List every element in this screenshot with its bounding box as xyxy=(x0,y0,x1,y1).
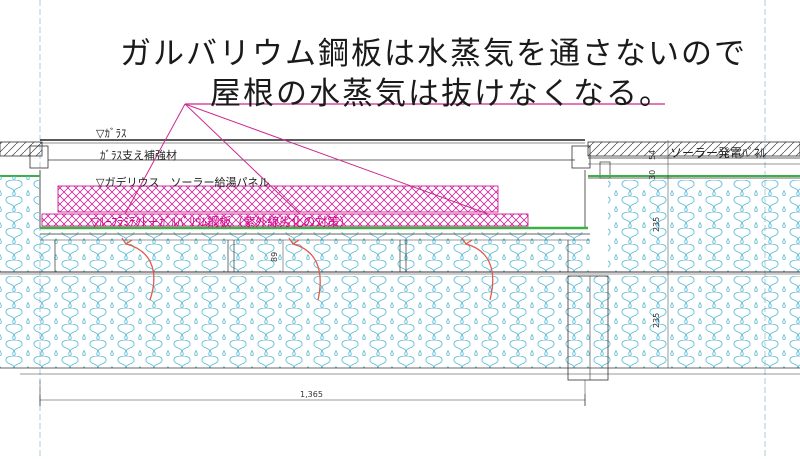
pv-bracket xyxy=(599,161,611,179)
left-curb xyxy=(29,145,49,169)
left-hatched-strip xyxy=(0,141,43,157)
vapor-arrow-1-head xyxy=(121,237,133,245)
label-roof-membrane: ▽ﾙｰﾌﾗﾐﾃｸﾄ＋ｶﾞﾙﾊﾞﾘｳﾑ鋼板（紫外線劣化の対策） xyxy=(90,215,352,229)
vapor-arrow-1 xyxy=(125,243,155,301)
dim-1365: 1,365 xyxy=(300,390,323,399)
vapor-arrow-2-head xyxy=(288,237,300,245)
vapor-arrow-3-head xyxy=(461,237,473,245)
upper-insulation-mid xyxy=(40,232,590,272)
dim-235-lower: 235 xyxy=(652,312,661,328)
label-glass: ▽ｶﾞﾗｽ xyxy=(96,127,127,140)
headline-line-2: 屋根の水蒸気は抜けなくなる。 xyxy=(210,76,672,112)
structural-post xyxy=(567,275,609,381)
callout-line-1 xyxy=(124,103,186,215)
dim-54: 54 xyxy=(648,149,657,160)
callout-line-2 xyxy=(184,103,301,215)
vapor-arrow-3 xyxy=(465,243,494,301)
label-solar-heater: ▽ガデリウス ソーラー給湯パネル xyxy=(96,176,270,189)
right-curb xyxy=(571,145,591,169)
membrane-strip xyxy=(41,213,529,227)
vapor-arrows xyxy=(121,237,494,301)
headline-line-1: ガルバリウム鋼板は水蒸気を通さないので xyxy=(120,36,747,72)
callout-line-3 xyxy=(184,103,489,215)
dim-235-upper: 235 xyxy=(652,216,661,232)
vapor-arrow-2 xyxy=(292,243,321,301)
right-hatched-strip xyxy=(587,141,800,157)
label-glass-support: ｶﾞﾗｽ支え補強材 xyxy=(100,149,177,162)
solar-heater-panel xyxy=(57,185,499,213)
right-curb-flashing xyxy=(560,170,586,229)
label-solar-panel: ソーラー発電ﾊﾟﾈﾙ xyxy=(670,146,767,160)
dim-89: 89 xyxy=(270,251,279,262)
dim-30: 30 xyxy=(648,169,657,180)
upper-insulation-left xyxy=(0,176,40,272)
lower-insulation xyxy=(0,276,800,368)
upper-insulation-right xyxy=(608,180,800,272)
